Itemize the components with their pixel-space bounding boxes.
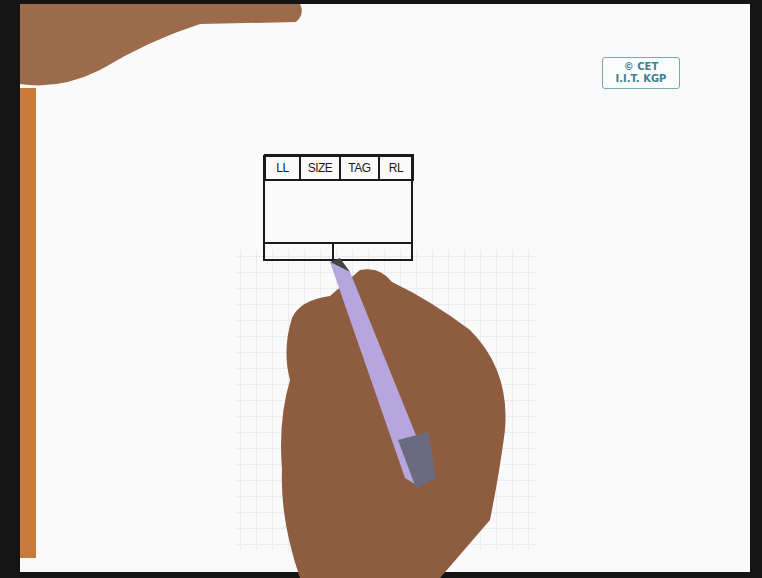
bottom-row-line: [264, 242, 412, 244]
block-outline: [264, 156, 412, 260]
node-text: © CET I.I.T. KGP: [612, 61, 670, 85]
field-cell: SIZE: [299, 154, 341, 181]
field-cell: TAG: [339, 154, 380, 181]
node-text: SIZE: [308, 161, 333, 175]
pen-tip: [330, 258, 350, 272]
hand-top: [20, 4, 302, 85]
field-cell: RL: [378, 154, 414, 181]
field-cell: LL: [264, 154, 301, 181]
node-text: LL: [276, 161, 288, 175]
watermark-box: © CET I.I.T. KGP: [602, 57, 680, 89]
bottom-divider: [332, 243, 334, 260]
pen-cap: [398, 432, 436, 488]
node-text: RL: [389, 161, 403, 175]
board-edge: [20, 88, 36, 558]
node-text: TAG: [348, 161, 370, 175]
